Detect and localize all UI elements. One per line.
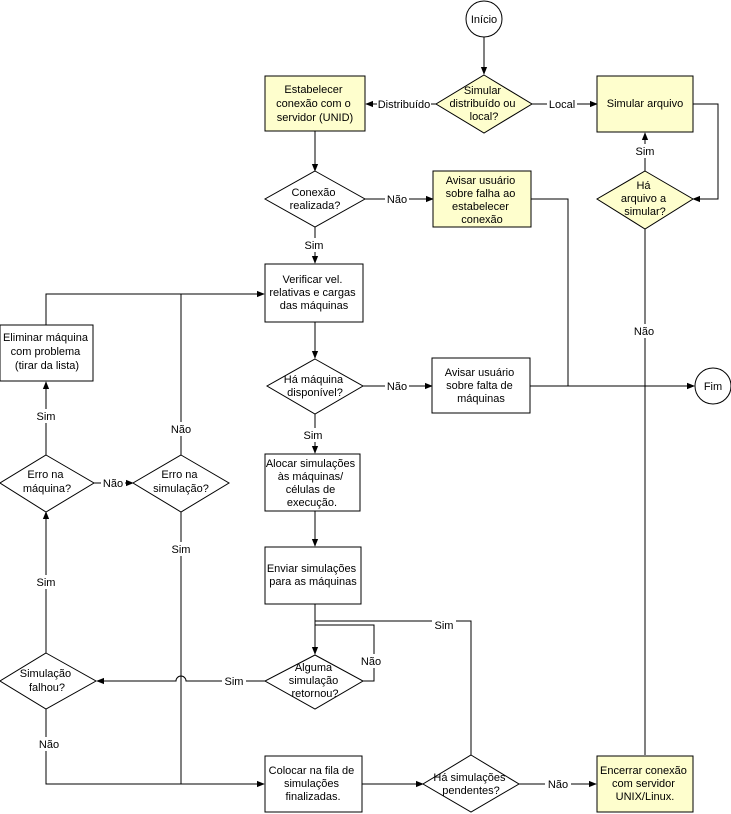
label-nao-erro-simulacao: Não: [171, 424, 191, 436]
decision-simular-label: Simular distribuído ou local?: [449, 85, 518, 123]
decision-alguma-retornou-label: Alguma simulação retornou?: [289, 662, 342, 700]
label-nao-erro-maquina: Não: [103, 478, 123, 490]
process-alocar: [264, 453, 361, 512]
decision-ha-maquina: [265, 358, 365, 415]
decision-erro-maquina-label: Erro na máquina?: [23, 469, 71, 495]
edge-labels: Distribuído Local Sim Não Sim Não Não Si…: [34, 97, 657, 791]
decision-alguma-retornou: [263, 654, 365, 710]
decision-ha-arquivo-label: Há arquivo a simular?: [621, 180, 669, 218]
process-enviar-label: Enviar simulações para as máquinas: [267, 563, 359, 588]
decision-simulacao-falhou-label: Simulação falhou?: [20, 668, 74, 694]
label-sim-conexao: Sim: [305, 240, 324, 252]
label-nao-falhou: Não: [39, 739, 59, 751]
label-sim-erro-simulacao: Sim: [172, 544, 191, 556]
process-avisar-falha: [432, 170, 532, 228]
process-verificar-label: Verificar vel. relativas e cargas das má…: [269, 274, 358, 312]
decision-ha-maquina-label: Há máquina disponível?: [284, 374, 346, 399]
decision-erro-maquina: [0, 454, 95, 513]
process-estabelecer: [264, 75, 366, 132]
edge-arquivo-loop: [692, 103, 719, 203]
node-inicio: [465, 0, 503, 38]
process-encerrar: [596, 755, 694, 813]
label-nao-pendentes: Não: [548, 779, 568, 791]
process-simular-arquivo-label: Simular arquivo: [607, 98, 683, 110]
edge-nao-retornou: [315, 624, 375, 682]
decision-conexao-label: Conexão realizada?: [290, 187, 341, 212]
label-sim-eliminar: Sim: [37, 411, 56, 423]
process-colocar-fila: [264, 755, 363, 813]
node-fim: [694, 367, 731, 405]
label-nao-conexao: Não: [387, 194, 407, 206]
decision-ha-pendentes-label: Há simulações pendentes?: [433, 772, 508, 797]
decision-erro-simulacao-label: Erro na simulação?: [153, 469, 209, 495]
label-nao-retornou: Não: [361, 656, 381, 668]
edge-sim-pendentes: [315, 620, 472, 755]
process-avisar-falta: [431, 357, 531, 414]
decision-simular: [435, 74, 533, 134]
decision-erro-simulacao: [132, 454, 230, 513]
process-avisar-falta-label: Avisar usuário sobre falta de máquinas: [445, 367, 518, 405]
process-eliminar-label: Eliminar máquina com problema (tirar da …: [3, 332, 91, 372]
label-sim-retornou: Sim: [225, 676, 244, 688]
process-encerrar-label: Encerrar conexão com servidor UNIX/Linux…: [600, 765, 690, 803]
node-inicio-label: Início: [471, 14, 497, 26]
process-enviar: [264, 546, 362, 605]
connectors: [42, 37, 719, 788]
label-nao-arquivo: Não: [634, 326, 654, 338]
label-sim-maquina: Sim: [304, 430, 323, 442]
decision-conexao: [263, 170, 367, 228]
process-verificar: [264, 263, 364, 323]
process-eliminar: [0, 324, 94, 382]
edge-nao-falhou: [45, 709, 265, 788]
label-distribuido: Distribuído: [378, 99, 431, 111]
edge-eliminar-verificar: [45, 290, 265, 325]
process-avisar-falha-label: Avisar usuário sobre falha ao estabelece…: [446, 175, 519, 226]
edge-falha-fim: [531, 198, 695, 390]
process-simular-arquivo: [596, 75, 694, 133]
label-local: Local: [549, 99, 575, 111]
label-nao-maquina: Não: [387, 381, 407, 393]
process-estabelecer-label: Estabelecer conexão com o servidor (UNID…: [276, 84, 354, 124]
process-colocar-fila-label: Colocar na fila de simulações finalizada…: [269, 765, 358, 803]
decision-ha-arquivo: [596, 170, 694, 230]
node-fim-label: Fim: [704, 381, 722, 393]
decision-simulacao-falhou: [0, 652, 98, 710]
decision-ha-pendentes: [422, 754, 520, 813]
label-sim-arquivo: Sim: [636, 146, 655, 158]
label-sim-falhou: Sim: [37, 577, 56, 589]
process-alocar-label: Alocar simulações às máquinas/ células d…: [266, 458, 358, 509]
label-sim-pendentes: Sim: [435, 620, 454, 632]
